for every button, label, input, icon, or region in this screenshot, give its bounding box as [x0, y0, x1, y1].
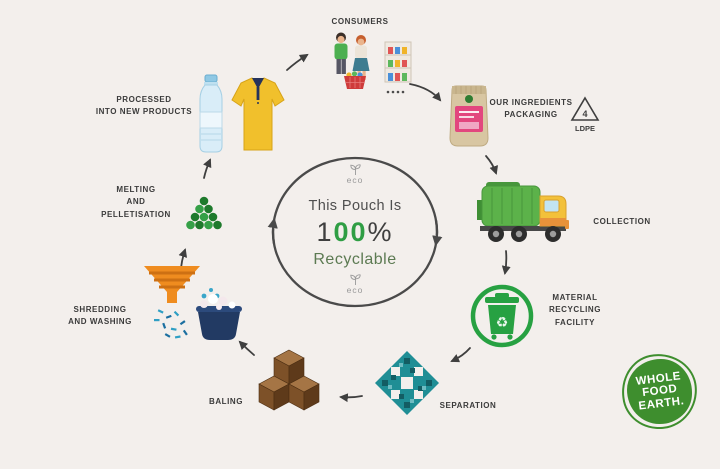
ldpe-recycling-symbol-icon: 4 LDPE [570, 96, 600, 133]
pouch-icon [449, 85, 489, 147]
mrf-label: MATERIAL RECYCLING FACILITY [548, 293, 602, 327]
arrow-separation-to-baling [339, 393, 363, 403]
baling-label: BALING [209, 397, 243, 406]
garbage-truck-icon [477, 182, 569, 242]
leaf-icon [349, 164, 361, 175]
separation-label: SEPARATION [439, 401, 497, 410]
claim-line-3: Recyclable [313, 251, 397, 268]
center-badge: eco This Pouch Is 100% Recyclable eco [265, 150, 445, 314]
baling-cubes-icon [258, 349, 320, 411]
center-claim: This Pouch Is 100% Recyclable [265, 198, 445, 269]
eco-badge-top: eco [333, 164, 377, 185]
ldpe-number: 4 [582, 109, 587, 119]
packaging-label: OUR INGREDIENTS PACKAGING [489, 98, 573, 120]
pellets-icon [186, 196, 222, 230]
arrow-melting-to-processed [203, 158, 212, 179]
arrow-consumers-to-packaging [409, 83, 442, 102]
new-products-icon [199, 74, 285, 153]
melting-label: MELTING AND PELLETISATION [101, 185, 171, 219]
arrow-collection-to-mrf [501, 250, 511, 275]
logo-blob: WHOLE FOOD EARTH. [627, 359, 692, 424]
percent-zeros: 00 [333, 217, 368, 247]
shredding-label: SHREDDING AND WASHING [68, 305, 132, 327]
shredded-flakes [154, 309, 188, 339]
brand-logo: WHOLE FOOD EARTH. [618, 350, 701, 433]
arrow-processed-to-consumers [286, 53, 309, 71]
claim-line-1: This Pouch Is [308, 198, 402, 214]
arrow-baling-to-shredding [238, 340, 255, 356]
consumers-icon [334, 32, 412, 94]
claim-percent: 100% [316, 217, 394, 247]
eco-badge-bottom: eco [333, 274, 377, 295]
recycling-facility-bin-icon: ♻ [470, 284, 534, 348]
ldpe-label: LDPE [575, 124, 595, 133]
eco-label: eco [346, 175, 364, 185]
logo-text: WHOLE FOOD EARTH. [634, 370, 685, 413]
shredding-washing-icon [144, 266, 242, 340]
consumers-label: CONSUMERS [331, 17, 389, 26]
arrow-packaging-to-collection [485, 155, 499, 175]
leaf-icon [349, 274, 361, 285]
eco-label: eco [346, 285, 364, 295]
water-bottle [199, 74, 223, 153]
separation-arrows-icon [375, 351, 439, 415]
processed-label: PROCESSED INTO NEW PRODUCTS [95, 95, 193, 117]
circular-arrows-icon [267, 156, 443, 308]
polo-shirt [231, 77, 285, 151]
recycle-symbol: ♻ [496, 314, 509, 330]
collection-label: COLLECTION [593, 217, 651, 226]
